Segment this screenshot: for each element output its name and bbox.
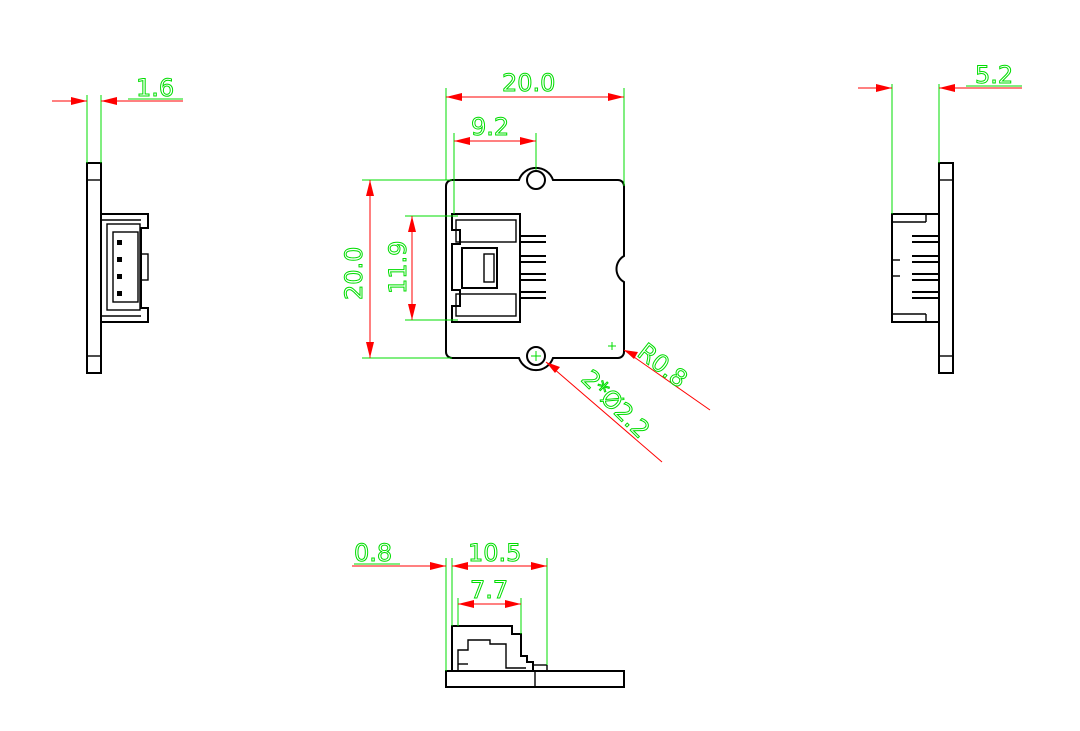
right-connector-housing (891, 213, 939, 323)
front-connector (451, 213, 546, 323)
left-pcb-edge (86, 162, 102, 374)
dim-right-depth: 5.2 (975, 61, 1013, 89)
dim-left-thickness: 1.6 (136, 74, 174, 102)
mounting-hole-top (526, 170, 546, 190)
bottom-connector (451, 625, 534, 671)
dim-corner-radius: R0.8 (632, 338, 692, 394)
dim-bottom-offset: 0.8 (354, 539, 392, 567)
front-view: 20.0 9.2 20.0 11.9 R0.8 2*Ø2.2 (340, 69, 711, 463)
pcb-outline (445, 166, 625, 372)
bottom-view: 0.8 10.5 7.7 (352, 539, 625, 688)
dim-board-width: 20.0 (502, 69, 555, 97)
dim-hole-offset: 9.2 (471, 113, 509, 141)
right-side-view: 5.2 (858, 61, 1022, 374)
dim-board-height: 20.0 (340, 247, 368, 300)
dim-connector-height: 11.9 (384, 241, 412, 294)
dim-bottom-connector: 7.7 (470, 576, 508, 604)
dim-hole-diameter: 2*Ø2.2 (576, 364, 655, 443)
right-pcb-edge (938, 162, 954, 374)
dim-bottom-depth: 10.5 (468, 539, 521, 567)
mounting-hole-bottom (526, 346, 546, 366)
left-side-view: 1.6 (52, 74, 183, 374)
